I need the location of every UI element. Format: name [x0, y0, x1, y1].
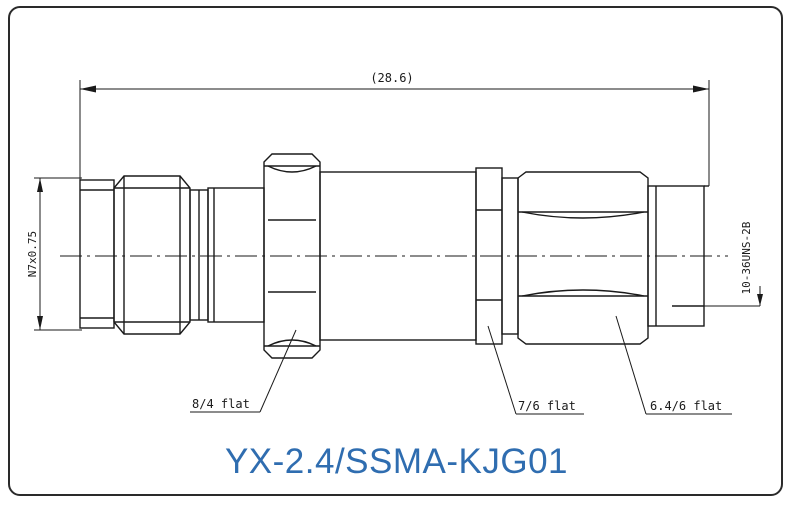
hex-nut-3	[517, 171, 649, 345]
left-thread-dimension	[34, 177, 82, 331]
overall-length-label: (28.6)	[370, 71, 413, 85]
part-number-title: YX-2.4/SSMA-KJG01	[224, 442, 569, 481]
left-plug	[79, 175, 265, 335]
right-thread-dimension	[704, 286, 763, 307]
flat-label-3: 6.4/6 flat	[650, 399, 722, 413]
flat-leaders	[190, 315, 732, 415]
drawing-frame	[8, 6, 783, 496]
right-thread-label: 10-36UNS-2B	[740, 221, 753, 294]
overall-dimension	[79, 80, 710, 186]
left-thread-label: N7x0.75	[26, 231, 39, 277]
hex-nut-1	[263, 153, 321, 359]
right-jack	[647, 185, 709, 327]
flat-label-1: 8/4 flat	[192, 397, 250, 411]
flat-label-2: 7/6 flat	[518, 399, 576, 413]
